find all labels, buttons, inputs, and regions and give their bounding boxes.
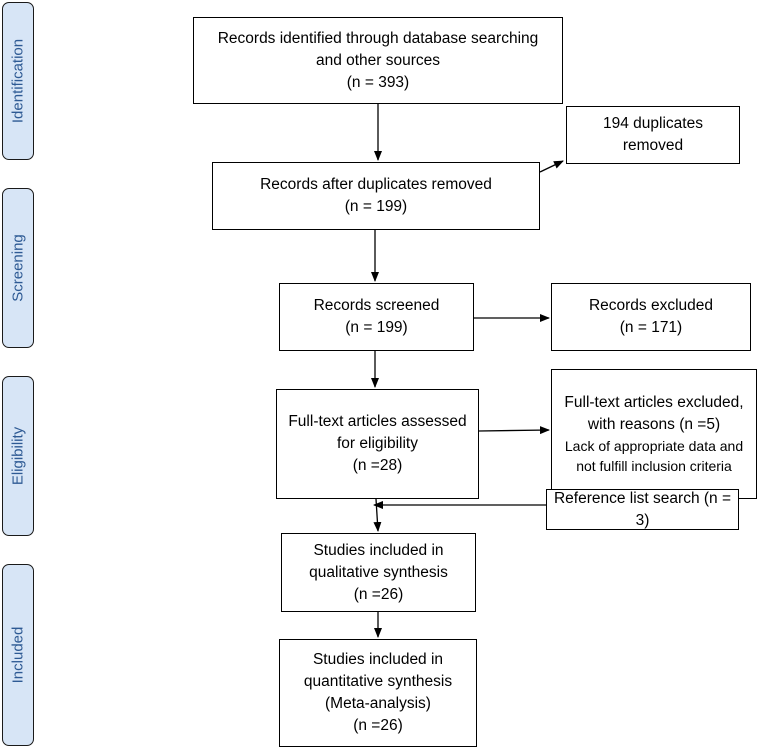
box-duplicates-removed-line1: 194 duplicates <box>603 115 703 132</box>
box-quantitative-synthesis-line2: quantitative synthesis <box>303 673 453 690</box>
box-records-identified-line2: and other sources <box>315 51 441 69</box>
box-records-identified-count: (n = 393) <box>346 73 410 91</box>
box-records-excluded: Records excluded (n = 171) <box>551 283 751 351</box>
box-fulltext-excluded-reason2: not fulfill inclusion criteria <box>576 458 732 474</box>
box-records-after-duplicates: Records after duplicates removed (n = 19… <box>212 162 540 230</box>
box-fulltext-assessed-line2: for eligibility <box>337 435 418 452</box>
box-qualitative-synthesis-line1: Studies included in <box>313 541 444 559</box>
phase-identification: Identification <box>2 2 34 160</box>
box-quantitative-synthesis: Studies included in quantitative synthes… <box>279 639 477 747</box>
box-qualitative-synthesis: Studies included in qualitative synthesi… <box>281 533 476 612</box>
arrow-after-to-duplicates <box>539 160 564 173</box>
phase-screening: Screening <box>2 188 34 348</box>
box-fulltext-excluded-reason1: Lack of appropriate data and <box>564 438 744 454</box>
phase-included: Included <box>2 564 34 746</box>
box-records-after-duplicates-line1: Records after duplicates removed <box>260 176 492 193</box>
box-records-identified: Records identified through database sear… <box>193 17 563 104</box>
box-records-after-duplicates-count: (n = 199) <box>344 198 408 215</box>
box-quantitative-synthesis-line1: Studies included in <box>312 651 444 668</box>
arrow-fulltext-to-excluded <box>478 426 550 435</box>
box-quantitative-synthesis-line3: (Meta-analysis) <box>325 695 431 712</box>
box-fulltext-assessed: Full-text articles assessed for eligibil… <box>276 389 479 499</box>
box-records-screened: Records screened (n = 199) <box>279 283 474 351</box>
box-qualitative-synthesis-count: (n =26) <box>353 585 404 603</box>
box-fulltext-excluded: Full-text articles excluded, with reason… <box>551 369 757 499</box>
box-records-excluded-count: (n = 171) <box>619 319 683 336</box>
box-fulltext-excluded-line1: Full-text articles excluded, <box>564 394 744 411</box>
arrow-fulltext-to-qualitative <box>373 498 382 532</box>
box-fulltext-assessed-count: (n =28) <box>352 457 403 474</box>
box-reference-list-search: Reference list search (n = 3) <box>546 489 739 530</box>
box-records-screened-line1: Records screened <box>313 297 440 314</box>
box-records-identified-line1: Records identified through database sear… <box>217 29 539 47</box>
phase-eligibility: Eligibility <box>2 376 34 536</box>
box-fulltext-assessed-line1: Full-text articles assessed <box>288 413 467 430</box>
box-records-excluded-line1: Records excluded <box>588 297 714 314</box>
box-fulltext-excluded-line2: with reasons (n =5) <box>587 416 721 433</box>
box-reference-list-search-line1: Reference list search (n = 3) <box>553 489 732 529</box>
box-qualitative-synthesis-line2: qualitative synthesis <box>309 563 448 581</box>
box-quantitative-synthesis-count: (n =26) <box>353 717 403 734</box>
box-records-screened-count: (n = 199) <box>345 319 408 336</box>
box-duplicates-removed-line2: removed <box>622 137 684 154</box>
box-duplicates-removed: 194 duplicates removed <box>566 106 740 164</box>
